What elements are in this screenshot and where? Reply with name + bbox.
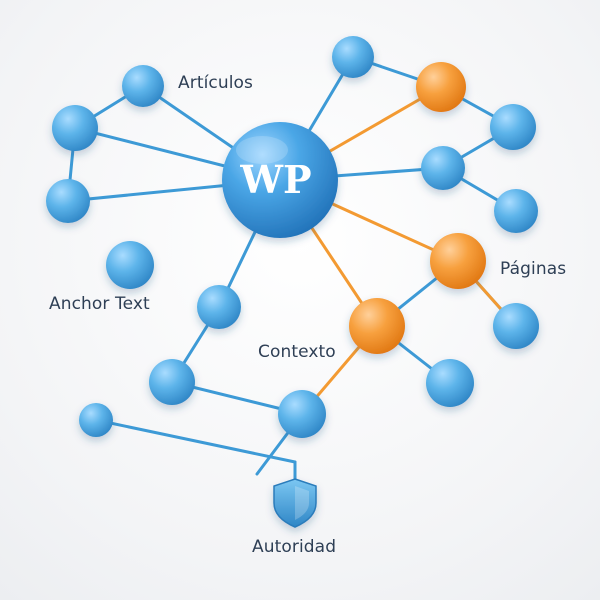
shield-icon — [273, 478, 317, 528]
node-orange — [416, 62, 466, 112]
node — [494, 189, 538, 233]
hub-label: WP — [239, 157, 311, 202]
label-anchor-text: Anchor Text — [49, 294, 150, 314]
node — [332, 36, 374, 78]
node — [490, 104, 536, 150]
wp-hub: WP — [222, 122, 338, 238]
node — [46, 179, 90, 223]
node — [79, 403, 113, 437]
node — [426, 359, 474, 407]
node-articulos — [122, 65, 164, 107]
blue-nodes — [46, 36, 539, 438]
node — [149, 359, 195, 405]
link — [94, 418, 297, 464]
node — [278, 390, 326, 438]
node — [421, 146, 465, 190]
label-paginas: Páginas — [500, 259, 567, 279]
label-autoridad: Autoridad — [252, 537, 337, 557]
node — [52, 105, 98, 151]
node-contexto — [349, 298, 405, 354]
label-articulos: Artículos — [178, 73, 254, 93]
label-contexto: Contexto — [258, 342, 336, 362]
node-paginas — [430, 233, 486, 289]
orange-nodes — [349, 62, 486, 354]
node-anchor-text — [106, 241, 154, 289]
node — [493, 303, 539, 349]
node — [197, 285, 241, 329]
